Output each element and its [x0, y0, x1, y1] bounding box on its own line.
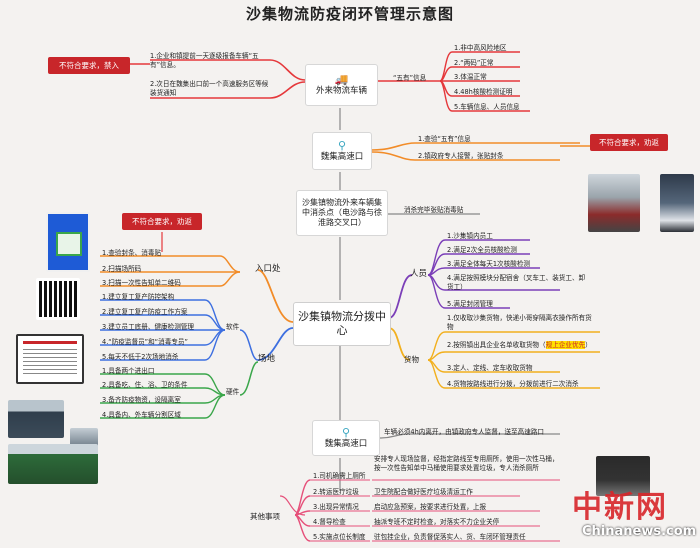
other-detail-1: 安排专人现场监督，经指定路线至专用厕所，使用一次性马桶，按一次性告知单中马桶使用…: [374, 455, 559, 472]
disinfection-truck-photo: [588, 174, 640, 232]
hardware-label: 硬件: [226, 388, 240, 396]
page-title: 沙集物流防疫闭环管理示意图: [245, 5, 454, 23]
staff-item-1: 1.沙集镇内员工: [447, 232, 493, 240]
software-label: 软件: [226, 323, 240, 331]
vehicle-node-label: 外来物流车辆: [315, 85, 367, 96]
truck-icon: 🚚: [334, 72, 349, 86]
other-item-4: 4.督导检查: [313, 518, 346, 526]
hardware-item-2: 2.具备吃、住、浴、卫的条件: [102, 381, 188, 389]
five-info-connector: “五有”信息: [393, 74, 427, 82]
exit1-alert-badge: 不符合要求，劝返: [590, 134, 668, 151]
vehicle-alert-badge: 不符合要求，禁入: [48, 57, 130, 74]
exit1-item-2: 2.镇政府专人接警，张贴封条: [418, 152, 504, 160]
vehicle-left-item-1: 1.企业和镇提前一天逐级报备车辆“五有”信息。: [150, 52, 259, 69]
other-item-5: 5.实施点位长制度: [313, 533, 366, 541]
goods-item-1: 1.仅收取沙集货物，快递小哥穿隔离衣操作所有货物: [447, 314, 592, 331]
staff-item-5: 5.满足封闭管理: [447, 300, 493, 308]
software-item-3: 3.建立员工底册、健康检测管理: [102, 323, 195, 331]
place-code-phone-image: [46, 212, 90, 272]
entrance-label: 入口处: [255, 264, 281, 274]
goods-item-2: 2.按照镇出具企业名单收取货物（规上企业优先）: [447, 341, 592, 349]
exit1-label: 魏集高速口: [320, 151, 364, 162]
hardware-item-3: 3.备齐防疫物资，设隔离室: [102, 396, 181, 404]
vehicle-right-item-1: 1.非中高风险地区: [454, 44, 507, 52]
other-detail-2: 卫生院配合做好医疗垃圾清运工作: [374, 488, 473, 496]
highway-exit-icon: ⚲: [337, 138, 347, 152]
vehicle-right-item-5: 5.车辆信息、人员信息: [454, 103, 520, 111]
goods-item-3: 3.定人、定线、定车收取货物: [447, 364, 533, 372]
software-item-5: 5.每天不低于2次场地消杀: [102, 353, 179, 361]
other-detail-5: 驻包挂企业，负责督促落实人、货、车闭环管理责任: [374, 533, 526, 541]
vehicle-left-item-2: 2.次日在魏集出口前一个高速服务区等候装货通知: [150, 80, 269, 97]
portable-toilet-photo: [596, 456, 650, 496]
chinanews-logo-watermark: 中新网: [572, 490, 668, 525]
chinanews-url-watermark: Chinanews.com: [582, 524, 697, 539]
goods-label: 货物: [404, 355, 419, 364]
hardware-item-4: 4.具备内、外车辆分割区域: [102, 411, 181, 419]
other-item-3: 3.出现异常情况: [313, 503, 359, 511]
site-label: 场地: [258, 354, 276, 364]
other-item-1: 1.司机确需上厕所: [313, 472, 366, 480]
exit2-note: 车辆必须4h内离开，由镇政府专人监督，送至高速路口: [384, 428, 545, 436]
vehicle-right-item-2: 2.“两码”正常: [454, 59, 494, 67]
staff-item-4: 4.满足按照模块分配宿舍（叉车工、装货工、卸货工）: [447, 274, 586, 291]
entrance-alert-badge: 不符合要求，劝返: [122, 213, 202, 230]
software-item-2: 2.建立复工复产防疫工作方案: [102, 308, 188, 316]
highway-exit-node-2: ⚲ 魏集高速口: [312, 420, 380, 456]
highway-exit-node: ⚲ 魏集高速口: [312, 132, 372, 170]
qr-code-image: [36, 278, 80, 320]
exit2-label: 魏集高速口: [324, 438, 368, 449]
disinfect-note: 消杀完毕张贴消毒贴: [404, 206, 464, 214]
tent-area-photo: [8, 444, 98, 484]
disinfection-worker-photo: [660, 174, 694, 232]
software-item-4: 4.“防疫监督员”和“消毒专员”: [102, 338, 188, 346]
vehicle-right-item-4: 4.48h核酸检测证明: [454, 88, 513, 96]
container-room-photo-1: [8, 400, 64, 438]
software-item-1: 1.建立复工复产防控架构: [102, 293, 175, 301]
entrance-item-2: 2.扫描场所码: [102, 265, 142, 273]
entrance-item-3: 3.扫描一次性告知单二维码: [102, 279, 181, 287]
staff-item-3: 3.满足全体每天1次核酸检测: [447, 260, 531, 268]
hardware-item-1: 1.具备两个进出口: [102, 367, 155, 375]
notice-sheet-image: [16, 334, 84, 384]
staff-item-2: 2.满足2次全员核酸检测: [447, 246, 517, 254]
large-enterprise-priority-highlight: 规上企业优先: [545, 341, 586, 349]
other-detail-4: 抽派专班不定时检查，对落实不力企业关停: [374, 518, 500, 526]
vehicle-node: 🚚 外来物流车辆: [305, 64, 378, 106]
exit1-item-1: 1.查验“五有”信息: [418, 135, 471, 143]
goods-item-4: 4.货物按路线进行分拨，分拨前进行二次消杀: [447, 380, 579, 388]
vehicle-right-item-3: 3.体温正常: [454, 73, 487, 81]
other-detail-3: 启动应急预案，按要求进行处置，上报: [374, 503, 487, 511]
distribution-center-node: 沙集镇物流分拨中心: [293, 302, 391, 346]
entrance-item-1: 1.查验封条、消毒贴: [102, 249, 162, 257]
other-item-2: 2.转运医疗垃圾: [313, 488, 359, 496]
highway-exit-icon: ⚲: [341, 425, 351, 439]
disinfect-node: 沙集镇物流外来车辆集中消杀点（电沙路与徐淮路交叉口）: [296, 190, 388, 236]
staff-label: 人员: [410, 269, 428, 279]
container-room-photo-2: [70, 428, 98, 448]
other-label: 其他事项: [250, 512, 280, 521]
